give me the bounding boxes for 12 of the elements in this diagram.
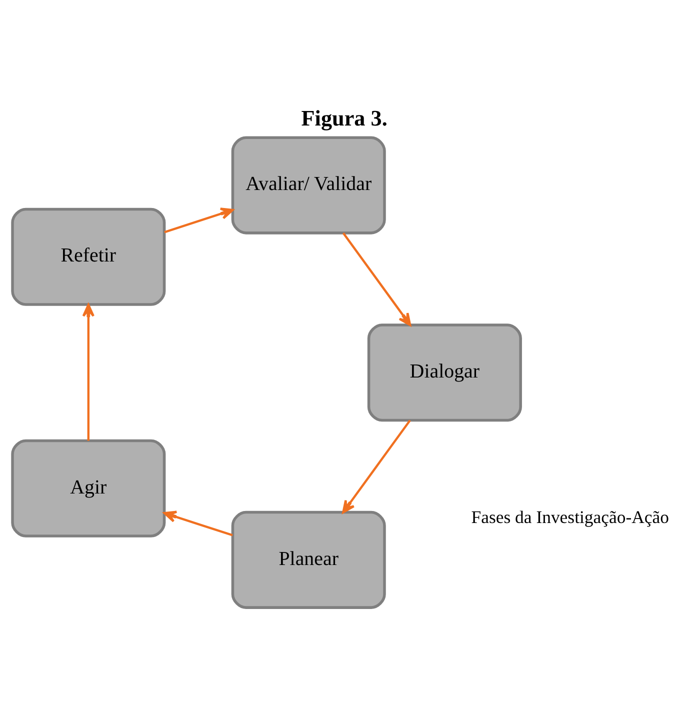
arrow (163, 510, 233, 536)
arrow (164, 207, 234, 233)
node-box: Avaliar/ Validar (231, 136, 386, 234)
arrow (342, 232, 412, 326)
arrow (82, 303, 94, 440)
node-box: Refetir (11, 207, 166, 306)
label: Fases da Investigação-Ação (471, 506, 670, 527)
node-box: Planear (231, 510, 386, 608)
node-box: Dialogar (367, 323, 522, 422)
arrow (342, 419, 411, 513)
diagram-title: Figura 3. (301, 104, 388, 130)
node-box: Agir (11, 438, 166, 537)
